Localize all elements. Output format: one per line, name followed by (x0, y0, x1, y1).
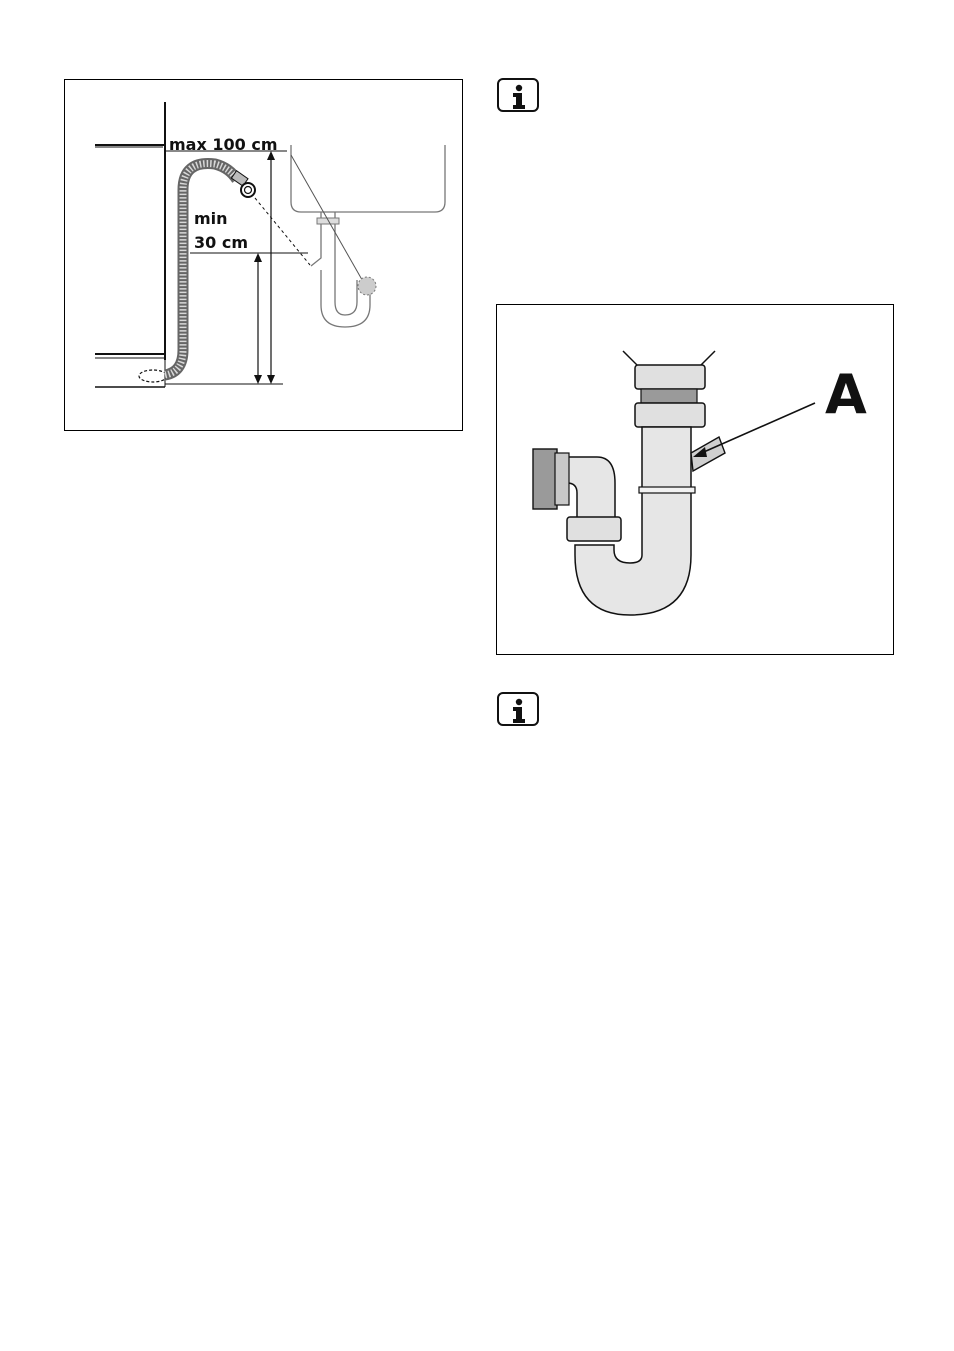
callout-label-a: A (825, 363, 867, 426)
max-height-label: max 100 cm (169, 135, 277, 154)
drain-hose-illustration: max 100 cm min 30 cm (65, 80, 464, 432)
info-icon (497, 692, 539, 726)
siphon-connection-diagram: A (496, 304, 894, 655)
min-height-label-line1: min (194, 209, 228, 228)
info-icon (497, 78, 539, 112)
drain-hose-height-diagram: max 100 cm min 30 cm (64, 79, 463, 431)
siphon-illustration: A (497, 305, 895, 656)
min-height-label-line2: 30 cm (194, 233, 248, 252)
